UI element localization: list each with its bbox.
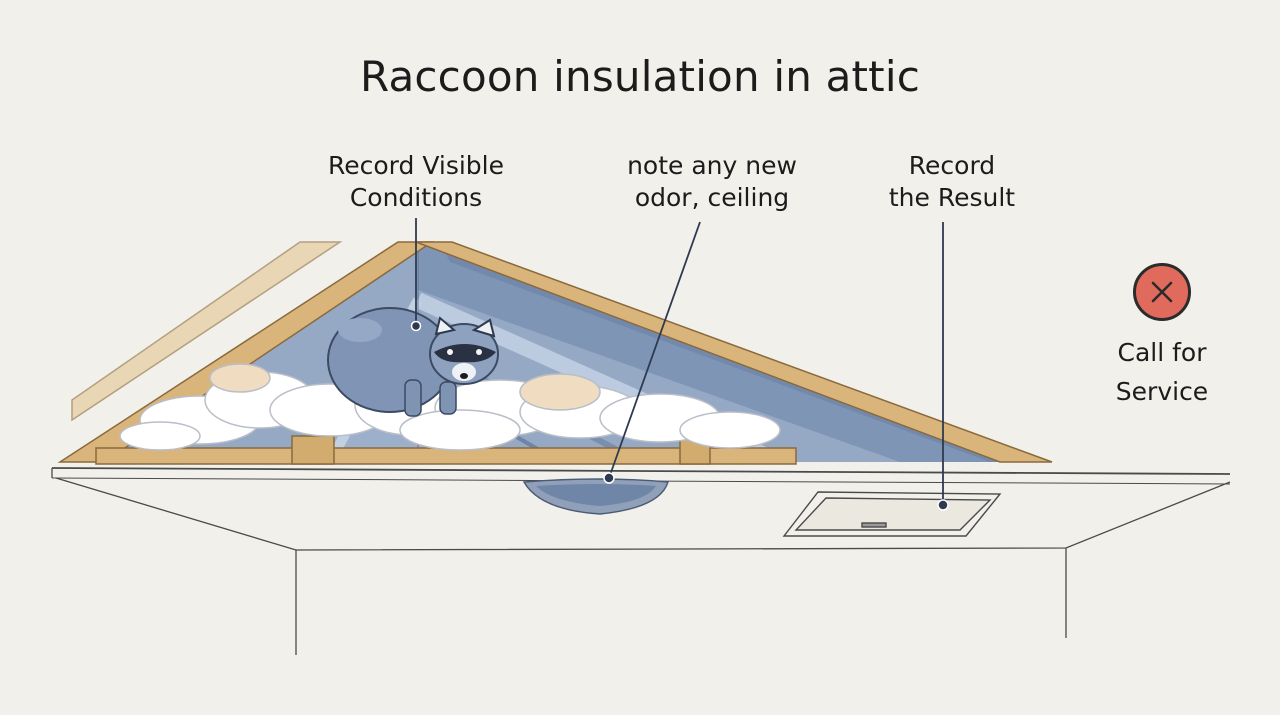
callout-record-result: Record the Result bbox=[888, 151, 1016, 212]
call-for-service-callout[interactable]: Call for Service bbox=[1090, 263, 1234, 411]
raccoon-icon bbox=[327, 307, 499, 417]
ceiling-stain bbox=[522, 478, 669, 515]
close-icon[interactable] bbox=[1133, 263, 1191, 321]
callout-note-odor-ceiling: note any new odor, ceiling bbox=[627, 151, 797, 212]
call-for-service-label: Call for Service bbox=[1115, 338, 1209, 406]
leader-lines bbox=[410, 218, 949, 511]
diagram-title: Raccoon insulation in attic bbox=[359, 52, 920, 101]
access-hatch bbox=[782, 491, 1002, 537]
callout-record-visible-conditions: Record Visible Conditions bbox=[328, 151, 504, 212]
